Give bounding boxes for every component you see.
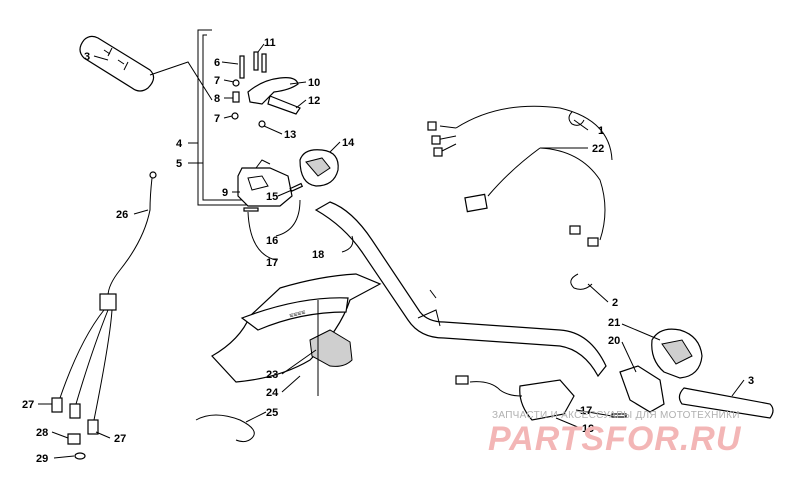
callout-14: 14	[342, 137, 355, 149]
callout-2: 2	[612, 297, 618, 309]
callout-13: 13	[284, 129, 296, 141]
leader-lines	[38, 43, 745, 459]
callout-3-right: 3	[748, 375, 754, 387]
hardware-pins[interactable]	[231, 51, 267, 120]
right-switch-14[interactable]	[299, 149, 339, 187]
left-switch-housing[interactable]	[237, 159, 293, 207]
callout-17-right: 17	[580, 405, 592, 417]
screws[interactable]	[243, 182, 304, 212]
callout-11: 11	[264, 37, 276, 49]
callout-15: 15	[266, 191, 278, 203]
callout-10: 10	[308, 77, 320, 89]
callout-27-left: 27	[22, 399, 34, 411]
watermark: ЗАПЧАСТИ И АКСЕССУАРЫ ДЛЯ МОТОТЕХНИКИ PA…	[488, 410, 742, 458]
callout-12: 12	[308, 95, 320, 107]
callout-25: 25	[266, 407, 278, 419]
lever-assembly[interactable]	[247, 77, 301, 128]
watermark-tagline: ЗАПЧАСТИ И АКСЕССУАРЫ ДЛЯ МОТОТЕХНИКИ	[492, 410, 740, 421]
left-grip[interactable]	[79, 35, 155, 92]
callout-27-right: 27	[114, 433, 126, 445]
callout-18: 18	[312, 249, 324, 261]
callout-28: 28	[36, 427, 48, 439]
callout-23: 23	[266, 369, 278, 381]
callout-29: 29	[36, 453, 48, 465]
right-switch-housing[interactable]	[619, 328, 703, 413]
callout-7-upper: 7	[214, 75, 220, 87]
callout-22: 22	[592, 143, 604, 155]
wiring-harness[interactable]	[427, 105, 613, 247]
callout-21: 21	[608, 317, 620, 329]
right-grip[interactable]	[678, 387, 774, 419]
handlebar-pad[interactable]: ≡≡≡≡	[211, 273, 382, 396]
callout-17-left: 17	[266, 257, 278, 269]
callout-24: 24	[266, 387, 279, 399]
watermark-brand: PARTSFOR.RU	[488, 420, 742, 458]
throttle-cable[interactable]	[51, 171, 157, 460]
callout-8: 8	[214, 93, 220, 105]
callout-3-left: 3	[84, 51, 90, 63]
callout-16: 16	[266, 235, 278, 247]
callout-1: 1	[598, 125, 604, 137]
bracket-lines	[149, 29, 250, 206]
callout-6: 6	[214, 57, 220, 69]
handlebar[interactable]	[314, 201, 607, 378]
callout-5: 5	[176, 158, 182, 170]
callout-9: 9	[222, 187, 228, 199]
callout-20: 20	[608, 335, 620, 347]
callout-26: 26	[116, 209, 128, 221]
cable-tie[interactable]	[195, 414, 255, 443]
clip-2[interactable]	[570, 273, 593, 290]
callout-7-lower: 7	[214, 113, 220, 125]
svg-text:≡≡≡≡: ≡≡≡≡	[289, 309, 307, 320]
callout-19: 19	[582, 423, 594, 435]
callout-numbers: 3 6 7 8 7 11 10 12 13 14 4 5 9 15 16 17 …	[22, 37, 754, 465]
throttle-block[interactable]	[455, 375, 627, 421]
callout-4: 4	[176, 138, 183, 150]
